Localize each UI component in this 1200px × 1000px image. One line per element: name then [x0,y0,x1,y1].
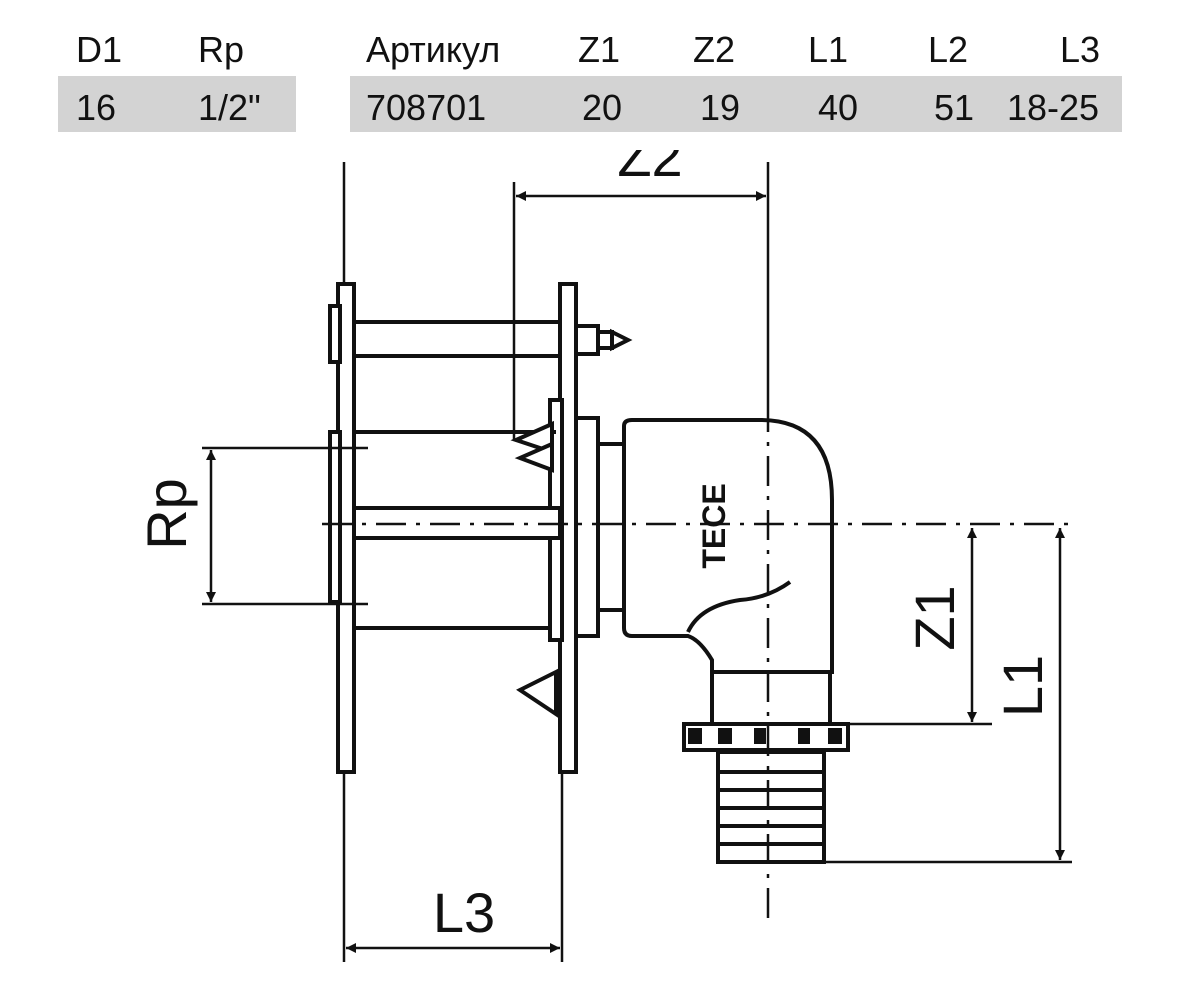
label-l1: L1 [991,655,1054,717]
fitting-drawing-svg: TECE Z2 Rp [135,150,1072,962]
pipe-insert [716,750,826,864]
header-z1: Z1 [578,29,621,70]
anchor-teeth [510,420,558,718]
label-z2: Z2 [617,150,682,188]
cell-rp: 1/2" [198,87,261,128]
header-z2: Z2 [693,29,736,70]
header-l2: L2 [928,29,969,70]
header-l3: L3 [1060,29,1101,70]
cell-d1: 16 [76,87,117,128]
cell-l3: 18-25 [1007,87,1100,128]
spec-table: D1 Rp Артикул Z1 Z2 L1 L2 L3 16 1/2" 708… [0,0,1200,140]
header-d1: D1 [76,29,123,70]
left-mounting-plate [328,282,356,774]
center-lines [322,402,1072,922]
table-row-bg-right [350,76,1122,132]
elbow-body [574,416,834,674]
cell-l2: 51 [934,87,975,128]
label-z1: Z1 [903,585,966,650]
header-l1: L1 [808,29,849,70]
label-l3: L3 [433,881,495,944]
cell-z2: 19 [700,87,741,128]
cell-l1: 40 [818,87,859,128]
cell-article: 708701 [366,87,487,128]
brand-logo: TECE [696,483,732,568]
cell-z1: 20 [582,87,623,128]
label-rp: Rp [135,478,198,550]
press-sleeve [682,670,850,752]
technical-drawing: TECE Z2 Rp [0,150,1200,1000]
header-article: Артикул [366,29,501,70]
extension-lines [202,162,1072,962]
table-row-bg-left [58,76,296,132]
header-rp: Rp [198,29,245,70]
